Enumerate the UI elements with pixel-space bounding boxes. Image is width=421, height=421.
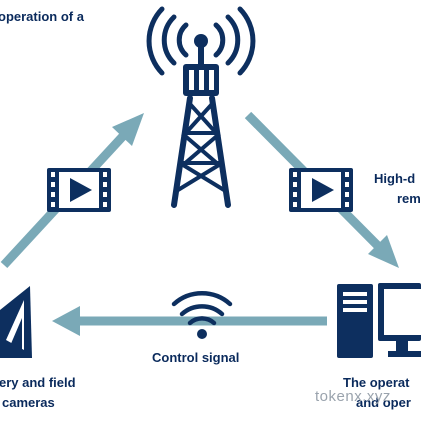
label-bottom-right-line2: and oper: [356, 395, 411, 410]
video-icon: [289, 168, 353, 212]
label-bottom-left-line2: cameras: [2, 395, 55, 410]
label-bottom-left-line1: ery and field: [0, 375, 76, 390]
label-top-left: operation of a: [0, 9, 84, 24]
radio-tower-icon: [146, 6, 256, 208]
video-icon: [47, 168, 111, 212]
label-top-right-line2: rem: [397, 191, 421, 206]
desktop-computer-icon: [337, 283, 421, 358]
label-bottom-right-line1: The operat: [343, 375, 410, 390]
arrow-computer-to-drone: [52, 306, 327, 336]
watermark: tokenx.xyz: [315, 388, 391, 405]
label-control-signal: Control signal: [152, 350, 240, 365]
wifi-icon: [171, 291, 233, 339]
label-top-right-line1: High-d: [374, 171, 416, 186]
drone-icon: [0, 286, 32, 358]
